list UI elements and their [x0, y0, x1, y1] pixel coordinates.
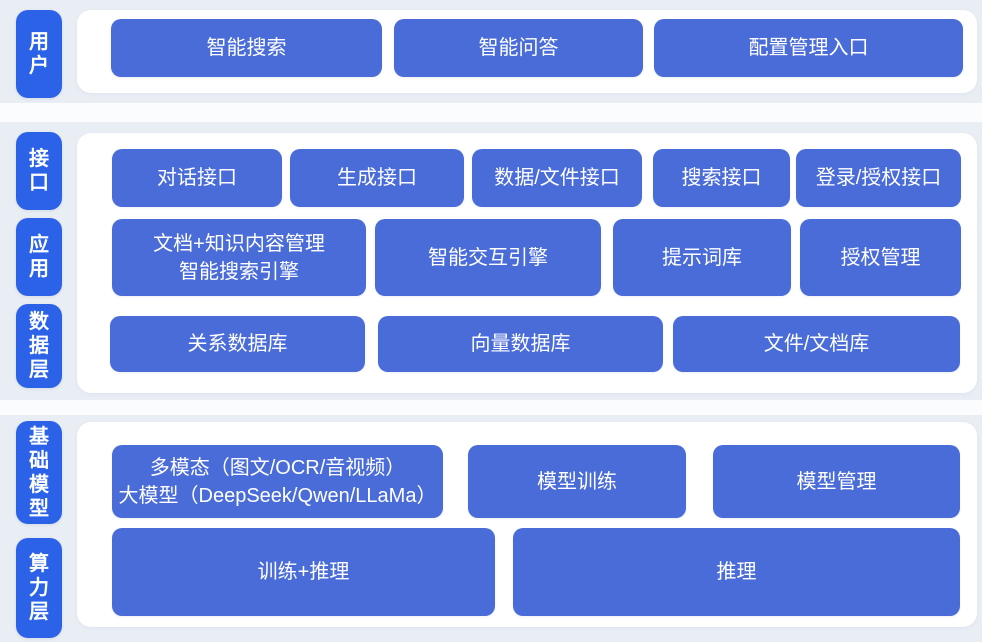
interface-layer-pill: 接口 [16, 132, 62, 210]
doc-knowledge-search-engine-node: 文档+知识内容管理 智能搜索引擎 [112, 219, 366, 296]
config-admin-entry-node: 配置管理入口 [654, 19, 963, 77]
data-layer-pill: 数据层 [16, 304, 62, 388]
generation-api-node: 生成接口 [290, 149, 464, 207]
interface-app-data-layer-row-2: 文档+知识内容管理 智能搜索引擎智能交互引擎提示词库授权管理 [77, 219, 977, 296]
prompt-library-node: 提示词库 [613, 219, 791, 296]
data-file-api-node: 数据/文件接口 [472, 149, 642, 207]
inference-node: 推理 [513, 528, 960, 616]
model-compute-layer-section: 基础模型算力层多模态（图文/OCR/音视频） 大模型（DeepSeek/Qwen… [0, 415, 982, 642]
vector-db-node: 向量数据库 [378, 316, 663, 372]
smart-interaction-engine-node: 智能交互引擎 [375, 219, 601, 296]
dialog-api-node: 对话接口 [112, 149, 282, 207]
relational-db-node: 关系数据库 [110, 316, 365, 372]
interface-app-data-layer-row-3: 关系数据库向量数据库文件/文档库 [77, 316, 977, 372]
compute-layer-pill: 算力层 [16, 538, 62, 638]
user-layer-panel: 智能搜索智能问答配置管理入口 [77, 10, 977, 93]
user-layer-row-1: 智能搜索智能问答配置管理入口 [77, 19, 977, 77]
train-infer-node: 训练+推理 [112, 528, 495, 616]
file-doc-library-node: 文件/文档库 [673, 316, 960, 372]
interface-app-data-layer-section: 接口应用数据层对话接口生成接口数据/文件接口搜索接口登录/授权接口文档+知识内容… [0, 122, 982, 400]
smart-search-node: 智能搜索 [111, 19, 382, 77]
model-compute-layer-panel: 多模态（图文/OCR/音视频） 大模型（DeepSeek/Qwen/LLaMa）… [77, 422, 977, 627]
search-api-node: 搜索接口 [653, 149, 790, 207]
auth-management-node: 授权管理 [800, 219, 961, 296]
user-layer-pill: 用户 [16, 10, 62, 98]
model-compute-layer-row-2: 训练+推理推理 [77, 528, 977, 616]
interface-app-data-layer-row-1: 对话接口生成接口数据/文件接口搜索接口登录/授权接口 [77, 149, 977, 207]
model-compute-layer-row-1: 多模态（图文/OCR/音视频） 大模型（DeepSeek/Qwen/LLaMa）… [77, 445, 977, 518]
model-training-node: 模型训练 [468, 445, 686, 518]
multimodal-llm-node: 多模态（图文/OCR/音视频） 大模型（DeepSeek/Qwen/LLaMa） [112, 445, 443, 518]
login-auth-api-node: 登录/授权接口 [796, 149, 961, 207]
foundation-model-layer-pill: 基础模型 [16, 421, 62, 524]
user-layer-section: 用户智能搜索智能问答配置管理入口 [0, 0, 982, 103]
model-management-node: 模型管理 [713, 445, 960, 518]
smart-qa-node: 智能问答 [394, 19, 643, 77]
application-layer-pill: 应用 [16, 218, 62, 296]
interface-app-data-layer-panel: 对话接口生成接口数据/文件接口搜索接口登录/授权接口文档+知识内容管理 智能搜索… [77, 133, 977, 393]
